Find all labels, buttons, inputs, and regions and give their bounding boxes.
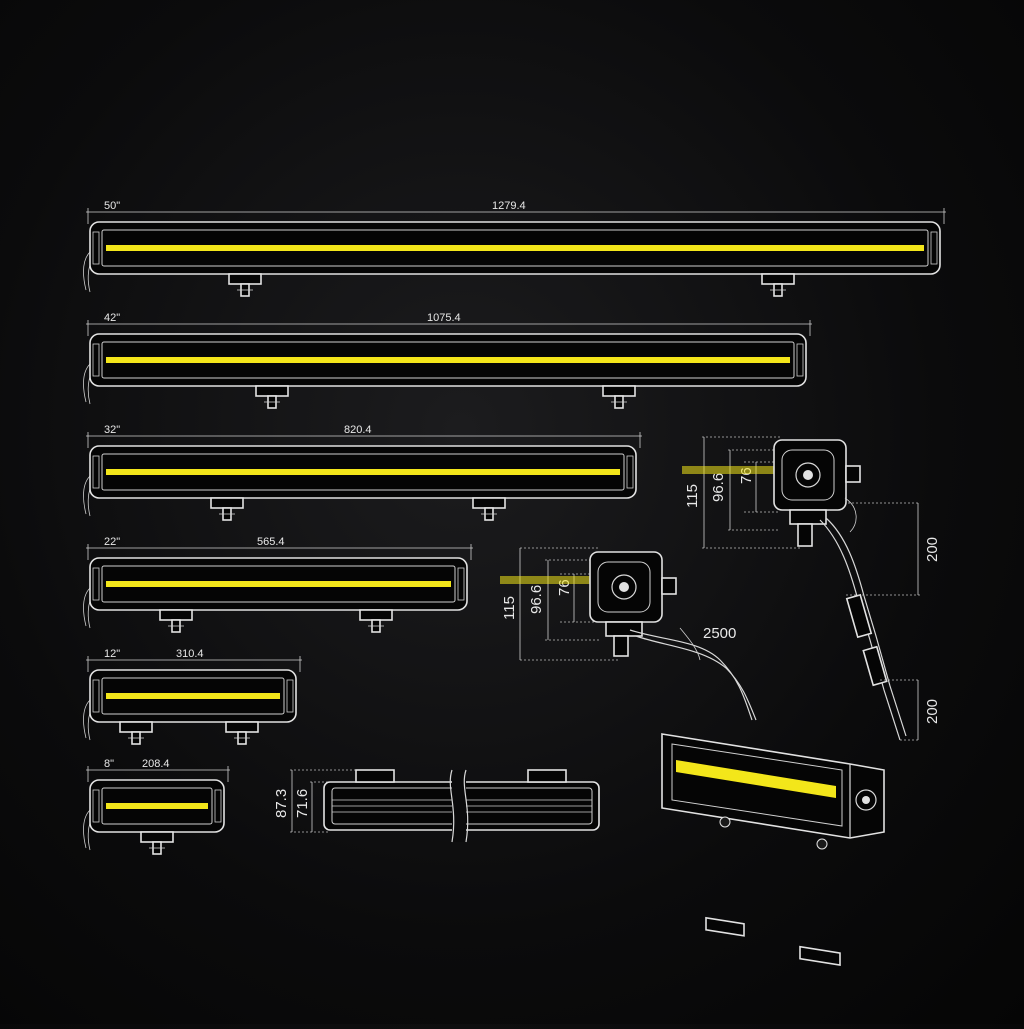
mount-bracket <box>359 609 393 621</box>
cable-stub <box>83 699 91 739</box>
mount-bracket <box>228 273 262 285</box>
end-b-h2: 96.6 <box>710 473 727 502</box>
end-b-cable-drop: 200 <box>924 537 941 562</box>
bar-lens <box>101 453 625 491</box>
end-a-h1: 115 <box>501 596 518 620</box>
mount-bracket <box>210 497 244 509</box>
mount-bracket <box>140 831 174 843</box>
led-strip <box>106 469 620 475</box>
bar-length-label: 208.4 <box>142 758 170 770</box>
mount-bracket <box>255 385 289 397</box>
cable-stub <box>83 251 91 291</box>
bar-end-cap <box>626 455 634 489</box>
bar-end-cap <box>457 567 465 601</box>
bar-length-label: 565.4 <box>257 536 285 548</box>
bar-length-label: 820.4 <box>344 424 372 436</box>
side-height-body: 71.6 <box>294 789 311 818</box>
cable-stub <box>83 587 91 627</box>
mount-bracket <box>119 721 153 733</box>
cable-stub <box>83 809 91 849</box>
light-bar-front-views: 50" 1279.4 42" 1075.4 32" 820.4 22" 565.4 12" 310… <box>83 200 946 855</box>
light-bar-0: 50" 1279.4 <box>83 200 946 297</box>
bar-length-label: 1279.4 <box>492 200 526 212</box>
bar-lens <box>101 229 929 267</box>
light-bar-3: 22" 565.4 <box>83 536 473 633</box>
bar-lens <box>101 787 213 825</box>
bar-size-label: 50" <box>104 200 120 212</box>
led-strip <box>106 581 451 587</box>
bar-end-cap <box>92 343 100 377</box>
bar-size-label: 32" <box>104 424 120 436</box>
mount-bracket <box>159 609 193 621</box>
light-bar-4: 12" 310.4 <box>83 648 302 745</box>
mount-bracket <box>602 385 636 397</box>
light-bar-2: 32" 820.4 <box>83 424 642 521</box>
mount-bracket <box>472 497 506 509</box>
end-view-b: 115 96.6 76 200 200 <box>682 436 941 741</box>
led-strip <box>106 245 924 251</box>
bar-lens <box>101 565 456 603</box>
bar-end-cap <box>92 679 100 713</box>
bar-end-cap <box>92 455 100 489</box>
mount-bracket <box>761 273 795 285</box>
light-bar-5: 8" 208.4 <box>83 758 230 855</box>
bar-size-label: 22" <box>104 536 120 548</box>
bar-end-cap <box>92 789 100 823</box>
end-b-connector-length: 200 <box>924 699 941 724</box>
mount-bracket <box>225 721 259 733</box>
bar-lens <box>101 677 285 715</box>
bar-end-cap <box>286 679 294 713</box>
perspective-view <box>661 733 885 966</box>
cable-stub <box>83 363 91 403</box>
end-a-h2: 96.6 <box>528 585 545 614</box>
end-view-a: 115 96.6 76 2500 <box>500 547 757 721</box>
led-strip <box>106 357 790 363</box>
bar-size-label: 42" <box>104 312 120 324</box>
bar-length-label: 310.4 <box>176 648 204 660</box>
side-view-drawing: 87.3 71.6 <box>273 769 600 843</box>
bar-end-cap <box>92 231 100 265</box>
light-bar-1: 42" 1075.4 <box>83 312 812 409</box>
bar-lens <box>101 341 795 379</box>
led-strip <box>106 803 208 809</box>
bar-end-cap <box>92 567 100 601</box>
bar-length-label: 1075.4 <box>427 312 461 324</box>
bar-end-cap <box>214 789 222 823</box>
end-a-cable-length: 2500 <box>703 625 736 642</box>
bar-size-label: 8" <box>104 758 114 770</box>
bar-size-label: 12" <box>104 648 120 660</box>
end-b-h1: 115 <box>684 484 701 508</box>
bar-end-cap <box>930 231 938 265</box>
bar-end-cap <box>796 343 804 377</box>
led-strip <box>106 693 280 699</box>
side-height-overall: 87.3 <box>273 789 290 818</box>
cable-stub <box>83 475 91 515</box>
